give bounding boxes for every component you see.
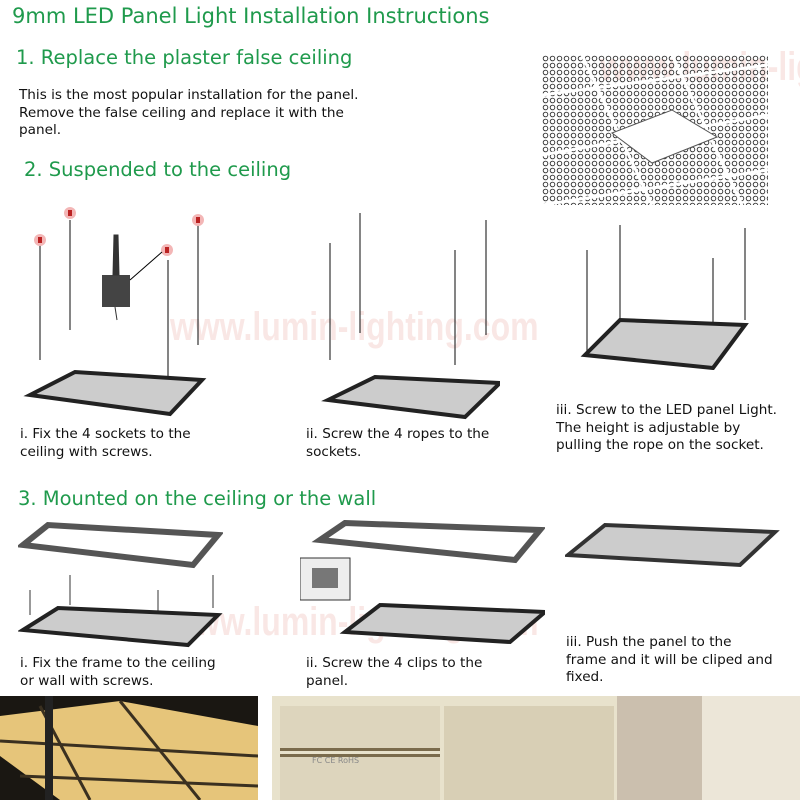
caption-line: ii. Screw the 4 ropes to the (306, 426, 490, 442)
packaging-boxes-photo: FC CE RoHS (272, 696, 800, 800)
clips-illustration (300, 520, 545, 645)
caption-line: iii. Push the panel to the (566, 634, 732, 650)
caption-line: i. Fix the 4 sockets to the (20, 426, 191, 442)
page-title: 9mm LED Panel Light Installation Instruc… (12, 4, 490, 28)
pushed-panel-illustration (565, 522, 780, 568)
sockets-illustration (23, 207, 207, 417)
ropes-illustration (321, 213, 500, 420)
step-2-i-caption: i. Fix the 4 sockets to the ceiling with… (20, 426, 191, 461)
caption-line: ceiling with screws. (20, 443, 153, 460)
caption-line: fixed. (566, 669, 604, 685)
section-1-body: This is the most popular installation fo… (19, 87, 358, 140)
panel-testing-photo (0, 696, 258, 800)
box-certification-label: FC CE RoHS (312, 756, 360, 765)
section-3-heading: 3. Mounted on the ceiling or the wall (18, 487, 377, 510)
caption-line: The height is adjustable by (556, 419, 741, 436)
step-3-i-caption: i. Fix the frame to the ceiling or wall … (20, 655, 216, 690)
caption-line: ii. Screw the 4 clips to the (306, 655, 483, 671)
caption-line: pulling the rope on the socket. (556, 437, 764, 453)
body-line: Remove the false ceiling and replace it … (19, 104, 344, 121)
caption-line: sockets. (306, 443, 362, 460)
step-3-iii-caption: iii. Push the panel to the frame and it … (566, 634, 773, 687)
caption-line: iii. Screw to the LED panel Light. (556, 402, 777, 418)
caption-line: or wall with screws. (20, 672, 154, 689)
step-3-ii-caption: ii. Screw the 4 clips to the panel. (306, 655, 482, 690)
section-2-heading: 2. Suspended to the ceiling (24, 158, 292, 181)
ceiling-replacement-illustration (542, 55, 768, 205)
step-2-iii-caption: iii. Screw to the LED panel Light. The h… (556, 402, 777, 455)
frame-mount-illustration (18, 521, 223, 648)
step-2-ii-caption: ii. Screw the 4 ropes to the sockets. (306, 426, 489, 461)
suspended-panel-illustration (580, 225, 749, 370)
caption-line: panel. (306, 672, 349, 689)
section-1-heading: 1. Replace the plaster false ceiling (16, 46, 353, 69)
caption-line: frame and it will be cliped and (566, 651, 773, 668)
watermark: www.lumin-lighting.com (170, 305, 539, 349)
body-line: This is the most popular installation fo… (19, 87, 359, 103)
body-line: panel. (19, 122, 62, 138)
caption-line: i. Fix the frame to the ceiling (20, 655, 216, 671)
